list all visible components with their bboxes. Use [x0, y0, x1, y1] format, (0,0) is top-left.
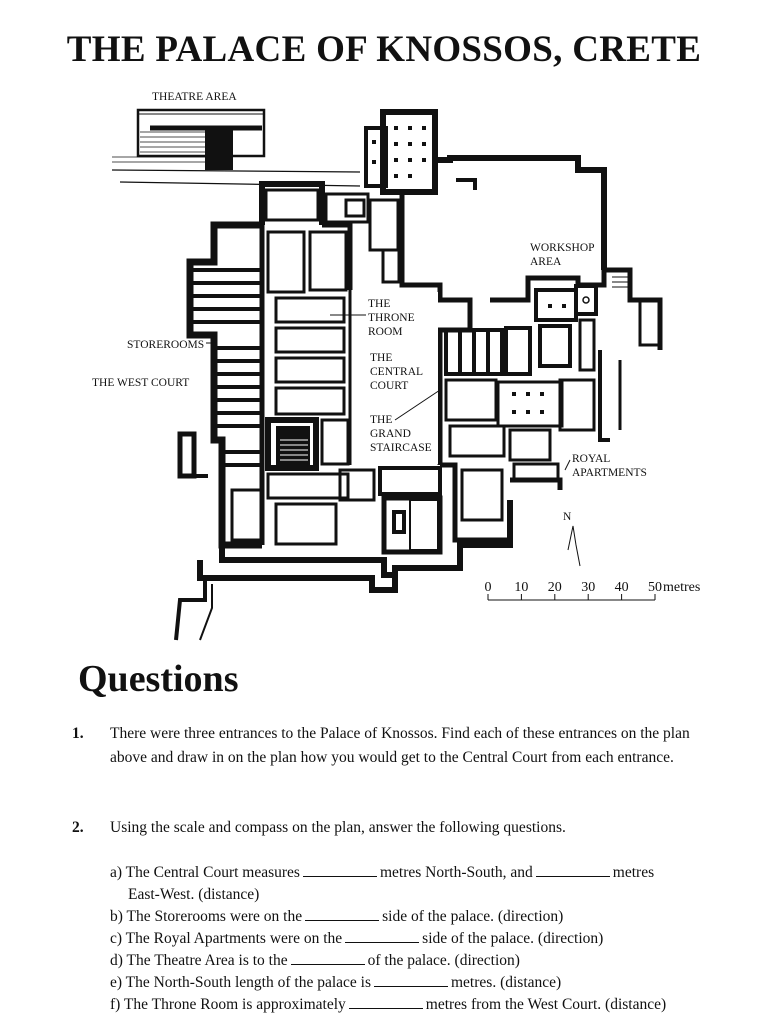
question-1-number: 1.	[72, 725, 84, 742]
label-central-line1: THE	[370, 352, 392, 364]
question-2-subquestions: a) The Central Court measures metres Nort…	[110, 862, 750, 1016]
west-wing-rooms	[230, 230, 376, 546]
scale-tick-label: 20	[548, 580, 562, 595]
subquestion-e: e) The North-South length of the palace …	[110, 972, 750, 994]
subquestion-b-part1: b) The Storerooms were on the	[110, 908, 303, 925]
scale-tick-label: 40	[615, 580, 629, 595]
label-grand-line2: GRAND	[370, 428, 411, 440]
answer-blank-d[interactable]	[290, 952, 365, 965]
workshop-stair	[612, 271, 628, 288]
north-rooms	[324, 192, 401, 284]
answer-blank-e[interactable]	[374, 974, 448, 987]
questions-heading: Questions	[78, 658, 239, 700]
subquestion-d-part1: d) The Theatre Area is to the	[110, 952, 288, 969]
answer-blank-f[interactable]	[348, 996, 423, 1009]
subquestion-b-part2: side of the palace. (direction)	[382, 908, 564, 925]
label-workshop-line1: WORKSHOP	[530, 242, 595, 254]
subquestion-a-part2: metres North-South, and	[379, 864, 533, 881]
label-grand-line3: STAIRCASE	[370, 442, 432, 454]
east-wing-columns	[512, 296, 590, 414]
label-royal-line2: APARTMENTS	[572, 467, 647, 479]
scale-unit: metres	[663, 580, 700, 595]
subquestion-a-part1: a) The Central Court measures	[110, 864, 300, 881]
label-throne-line1: THE	[368, 298, 390, 310]
answer-blank-b[interactable]	[305, 908, 380, 921]
label-storerooms: STOREROOMS	[127, 339, 204, 351]
storerooms-magazines	[190, 225, 265, 545]
south-rooms	[378, 466, 443, 555]
subquestion-c: c) The Royal Apartments were on the side …	[110, 928, 750, 950]
north-arrow-icon: N	[563, 511, 581, 567]
west-court-structure	[177, 431, 197, 479]
label-theatre-area: THEATRE AREA	[152, 91, 237, 103]
label-west-court: THE WEST COURT	[92, 377, 189, 389]
subquestion-c-part1: c) The Royal Apartments were on the	[110, 930, 343, 947]
question-1-text: There were three entrances to the Palace…	[110, 725, 690, 766]
label-throne-line3: ROOM	[368, 326, 403, 338]
subquestion-e-part2: metres. (distance)	[451, 974, 562, 991]
subquestion-c-part2: side of the palace. (direction)	[422, 930, 604, 947]
central-court-area	[352, 292, 438, 464]
subquestion-d: d) The Theatre Area is to the of the pala…	[110, 950, 750, 972]
answer-blank-a1[interactable]	[302, 864, 377, 877]
subquestion-f-part1: f) The Throne Room is approximately	[110, 996, 346, 1013]
answer-blank-a2[interactable]	[535, 864, 610, 877]
answer-blank-c[interactable]	[345, 930, 420, 943]
subquestion-f: f) The Throne Room is approximately metre…	[110, 994, 750, 1016]
subquestion-a-part3: metres	[612, 864, 655, 881]
label-central-line2: CENTRAL	[370, 366, 423, 378]
scale-tick-label: 0	[485, 580, 492, 595]
subquestion-d-part2: of the palace. (direction)	[367, 952, 520, 969]
question-2-text: Using the scale and compass on the plan,…	[110, 819, 566, 836]
label-royal-line1: ROYAL	[572, 453, 610, 465]
grand-staircase-steps	[280, 439, 308, 461]
label-workshop-line2: AREA	[530, 256, 562, 268]
north-tower-pillars	[372, 126, 426, 178]
label-throne-line2: THRONE	[368, 312, 415, 324]
subquestion-f-part2: metres from the West Court. (distance)	[425, 996, 667, 1013]
page-title: THE PALACE OF KNOSSOS, CRETE	[66, 29, 702, 70]
scale-tick-label: 50	[648, 580, 662, 595]
scale-bar: 0 10 20 30 40 50 metres	[485, 580, 700, 601]
east-wing-rooms	[444, 284, 598, 522]
compass-letter: N	[563, 511, 572, 523]
scale-tick-label: 10	[514, 580, 528, 595]
subquestion-a: a) The Central Court measures metres Nort…	[110, 862, 750, 906]
subquestion-a-part4: East-West. (distance)	[128, 886, 260, 903]
palace-walls	[174, 109, 663, 641]
subquestion-e-part1: e) The North-South length of the palace …	[110, 974, 371, 991]
label-grand-line1: THE	[370, 414, 392, 426]
scale-tick-label: 30	[581, 580, 595, 595]
theatre-area-structure	[111, 108, 361, 187]
subquestion-b: b) The Storerooms were on the side of the…	[110, 906, 750, 928]
label-leader-lines	[206, 314, 571, 471]
question-2-number: 2.	[72, 819, 84, 836]
palace-floor-plan: THEATRE AREA WORKSHOP AREA STOREROOMS TH…	[0, 80, 768, 650]
label-central-line3: COURT	[370, 380, 408, 392]
